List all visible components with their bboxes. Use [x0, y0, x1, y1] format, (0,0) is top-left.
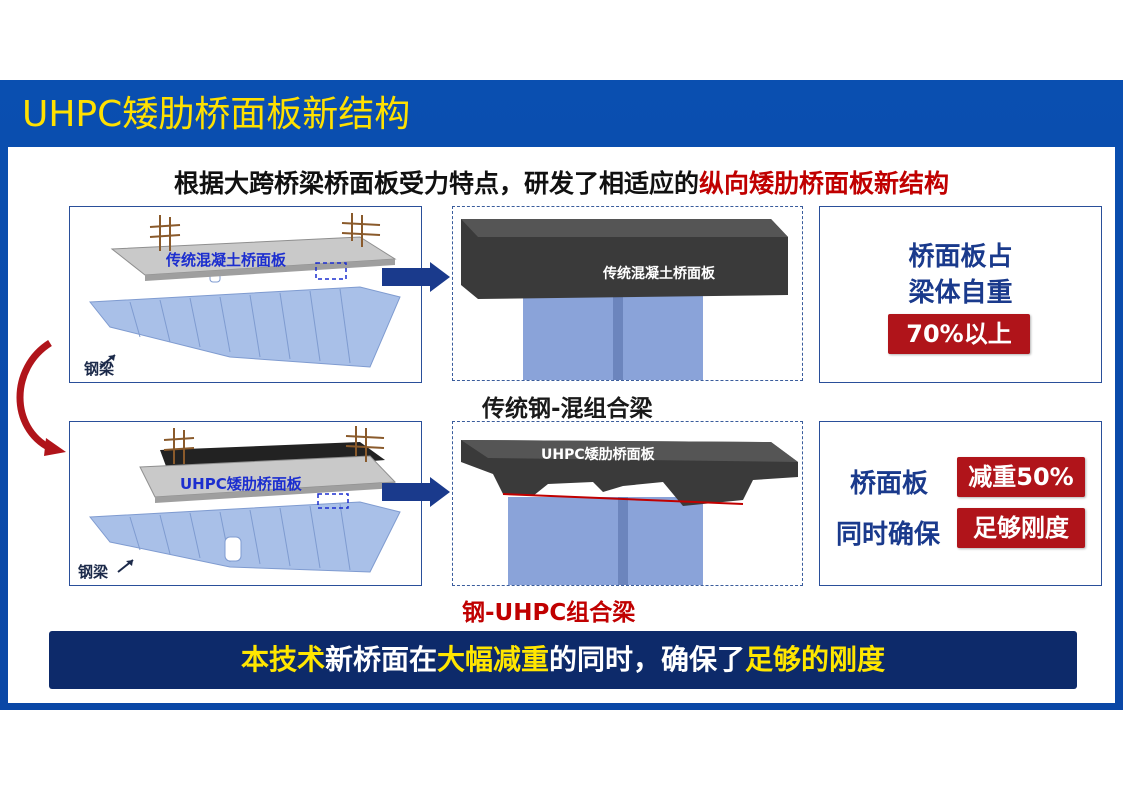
traditional-caption: 传统钢-混组合梁	[482, 396, 653, 422]
slide-title: UHPC矮肋桥面板新结构	[22, 94, 411, 135]
headline: 根据大跨桥梁桥面板受力特点，研发了相适应的纵向矮肋桥面板新结构	[0, 164, 1123, 200]
banner-part-5: 足够的刚度	[745, 643, 886, 676]
conclusion-banner: 本技术新桥面在大幅减重的同时，确保了足够的刚度	[49, 631, 1077, 689]
info-row2-text: 同时确保	[836, 520, 941, 550]
info-line-1: 桥面板占	[908, 242, 1013, 272]
stiffness-badge: 足够刚度	[957, 508, 1085, 548]
traditional-bridge-model-image: 传统混凝土桥面板 钢梁	[69, 206, 422, 383]
section-label: UHPC矮肋桥面板	[541, 447, 655, 463]
banner-part-3: 大幅减重	[436, 643, 549, 676]
bridge-model-illustration	[89, 213, 401, 368]
bridge-model-illustration	[89, 426, 401, 573]
uhpc-caption: 钢-UHPC组合梁	[462, 600, 636, 626]
info-row1-text: 桥面板	[850, 469, 929, 499]
banner-part-2: 新桥面在	[324, 643, 437, 676]
right-arrow-icon	[382, 477, 450, 507]
right-arrow-icon	[382, 262, 450, 292]
section-label: 传统混凝土桥面板	[603, 266, 715, 282]
weight-share-badge: 70%以上	[888, 314, 1030, 354]
uhpc-info-box	[819, 421, 1102, 586]
weight-reduction-badge: 减重50%	[957, 457, 1085, 497]
banner-part-4: 的同时，确保了	[549, 643, 746, 676]
steel-label: 钢梁	[84, 360, 115, 378]
model-label: 传统混凝土桥面板	[166, 251, 287, 269]
info-line-2: 梁体自重	[908, 278, 1013, 308]
steel-label: 钢梁	[78, 563, 109, 581]
section-illustration	[461, 440, 798, 585]
traditional-section-image: 传统混凝土桥面板	[452, 206, 803, 381]
curved-arrow-icon	[16, 340, 66, 456]
section-illustration	[461, 219, 788, 380]
banner-part-1: 本技术	[240, 643, 325, 676]
model-label: UHPC矮肋桥面板	[180, 475, 302, 493]
headline-highlight: 纵向矮肋桥面板新结构	[699, 169, 950, 198]
uhpc-section-image: UHPC矮肋桥面板	[452, 421, 803, 586]
headline-text: 根据大跨桥梁桥面板受力特点，研发了相适应的	[173, 169, 699, 198]
uhpc-bridge-model-image: UHPC矮肋桥面板 钢梁	[69, 421, 422, 586]
